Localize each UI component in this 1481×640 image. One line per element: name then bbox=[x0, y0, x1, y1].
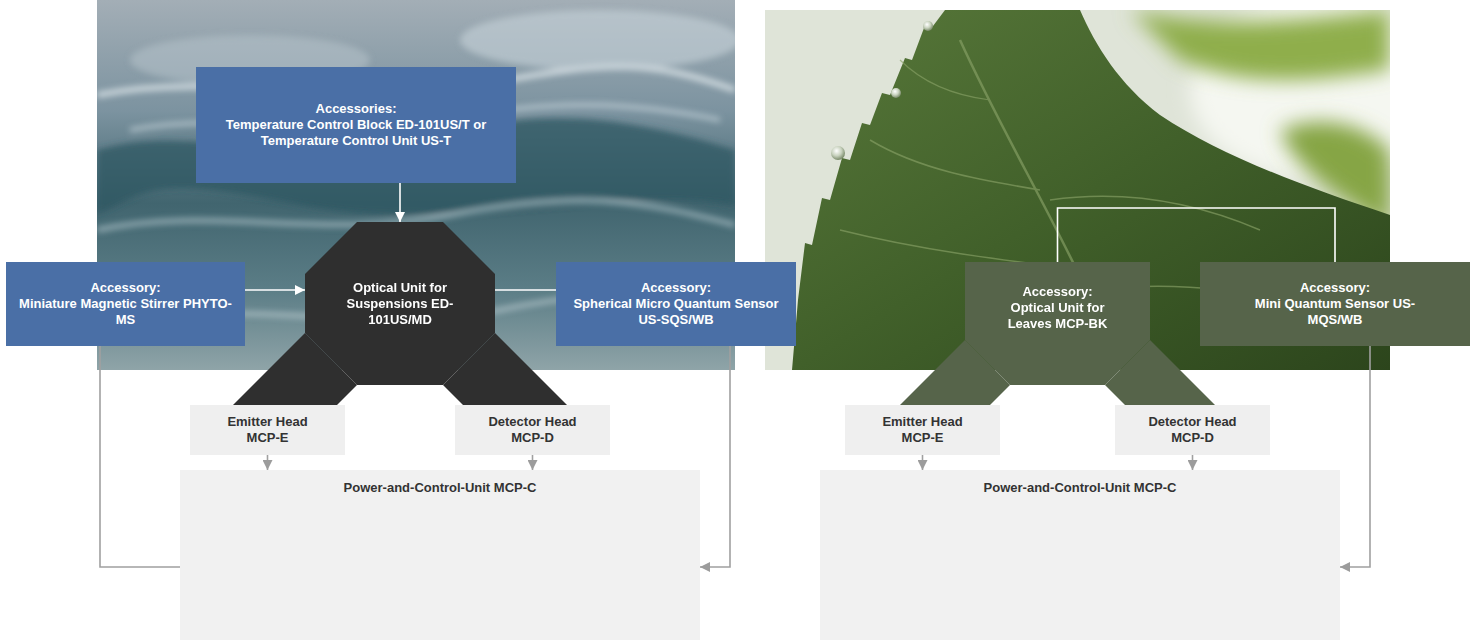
node-shape bbox=[965, 262, 1150, 385]
node-label: Detector Head MCP-D bbox=[1138, 414, 1248, 446]
accessory-box: Accessory:Miniature Magnetic Stirrer PHY… bbox=[6, 262, 245, 346]
heading-text: Accessory: bbox=[641, 280, 711, 296]
detector-head-box: Detector Head MCP-D bbox=[1115, 405, 1270, 455]
connector bbox=[1340, 346, 1370, 567]
connector bbox=[1192, 455, 1194, 470]
node-label: Power-and-Control-Unit MCP-C bbox=[344, 480, 537, 496]
node-label: Miniature Magnetic Stirrer PHYTO-MS bbox=[14, 296, 237, 328]
detector-head-box: Detector Head MCP-D bbox=[455, 405, 610, 455]
node-shape bbox=[305, 222, 495, 385]
water-drop bbox=[923, 21, 933, 31]
accessory-box: Accessories:Temperature Control Block ED… bbox=[196, 67, 516, 183]
heading-text: Accessory: bbox=[1300, 280, 1370, 296]
water-drop bbox=[891, 88, 901, 98]
connector bbox=[100, 346, 180, 567]
blurred-leaf bbox=[1130, 10, 1390, 80]
control-unit-box: Power-and-Control-Unit MCP-C bbox=[180, 470, 700, 640]
connector bbox=[532, 455, 534, 470]
optical-unit-octagon: Optical Unit for Suspensions ED-101US/MD bbox=[305, 222, 495, 385]
control-unit-box: Power-and-Control-Unit MCP-C bbox=[820, 470, 1340, 640]
emitter-head-box: Emitter Head MCP-E bbox=[190, 405, 345, 455]
leaf-vein bbox=[1050, 196, 1260, 230]
node-label: Emitter Head MCP-E bbox=[218, 414, 318, 446]
leaf-vein bbox=[870, 140, 1040, 190]
node-label: Optical Unit for Leaves MCP-BK bbox=[988, 300, 1128, 332]
connector bbox=[267, 455, 269, 470]
heading-text: Accessories: bbox=[316, 101, 397, 117]
node-label: Power-and-Control-Unit MCP-C bbox=[984, 480, 1177, 496]
node-label: Temperature Control Block ED-101US/T or … bbox=[206, 117, 506, 149]
connector bbox=[399, 183, 401, 222]
node-label: Optical Unit for Suspensions ED-101US/MD bbox=[338, 280, 463, 328]
optical-unit-leaves: Accessory:Optical Unit for Leaves MCP-BK bbox=[965, 262, 1150, 385]
node-label: Detector Head MCP-D bbox=[478, 414, 588, 446]
accessory-box: Accessory:Spherical Micro Quantum Sensor… bbox=[556, 262, 796, 346]
water-glare bbox=[460, 10, 735, 70]
node-label: Accessory: bbox=[1022, 284, 1092, 300]
connector bbox=[245, 289, 305, 291]
connector bbox=[1058, 208, 1336, 262]
connector bbox=[495, 289, 556, 291]
heading-text: Accessory: bbox=[90, 280, 160, 296]
water-drop bbox=[831, 146, 845, 160]
connector bbox=[922, 455, 924, 470]
connector bbox=[700, 346, 730, 567]
emitter-head-box: Emitter Head MCP-E bbox=[845, 405, 1000, 455]
leaf-vein bbox=[900, 60, 990, 100]
node-label: Mini Quantum Sensor US-MQS/WB bbox=[1250, 296, 1420, 328]
node-label: Spherical Micro Quantum Sensor US-SQS/WB bbox=[564, 296, 788, 328]
node-label: Emitter Head MCP-E bbox=[873, 414, 973, 446]
accessory-box: Accessory:Mini Quantum Sensor US-MQS/WB bbox=[1200, 262, 1470, 346]
